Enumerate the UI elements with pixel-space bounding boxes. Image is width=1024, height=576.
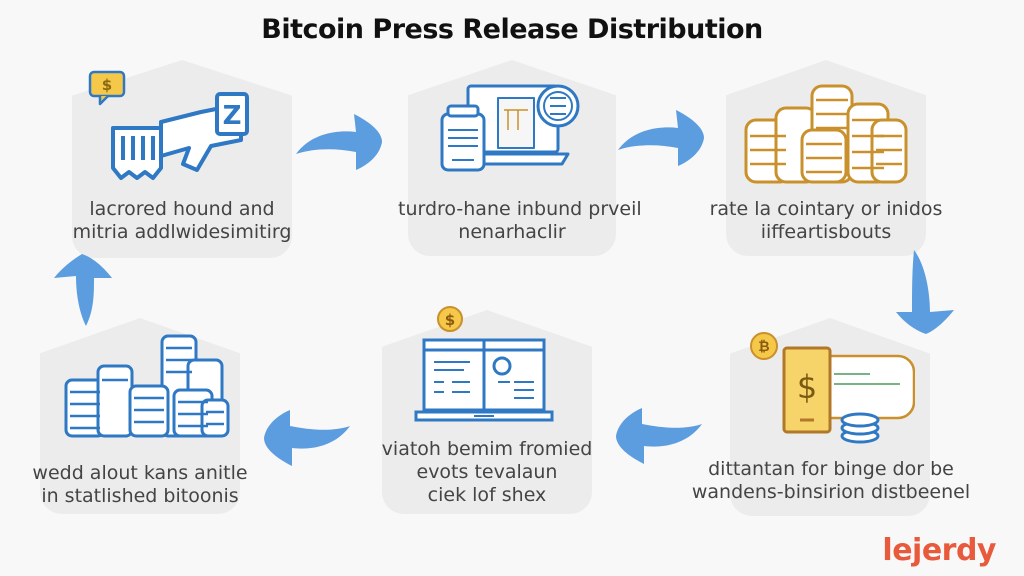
step-6-line-2: in statlished bitoonis [41, 485, 239, 507]
brand-logo: lejerdy [882, 533, 996, 568]
arrow-left-icon [264, 410, 350, 466]
step-5-line-1: viatoh bemim fromied [381, 438, 593, 460]
step-text-6: wedd alout kans anitle in statlished bit… [28, 462, 252, 508]
arrow-right-icon [296, 114, 382, 170]
svg-text:$: $ [102, 76, 112, 94]
step-4-line-2: wandens-binsirion distbeenel [691, 481, 971, 503]
svg-text:$: $ [797, 368, 817, 406]
step-6-line-1: wedd alout kans anitle [32, 462, 248, 484]
step-3-line-2: iiffeartisbouts [760, 221, 892, 243]
step-5-line-3: ciek lof shex [427, 484, 547, 506]
laptop-and-jar-icon [440, 84, 580, 172]
svg-text:$: $ [445, 311, 455, 329]
hand-giving-document-icon: Z [111, 92, 249, 180]
arrow-right-icon [618, 110, 704, 166]
step-2-line-2: nenarhaclir [458, 221, 566, 243]
step-1-line-2: mitria addlwidesimitirg [72, 221, 292, 243]
bitcoin-coin-icon: ₿ [750, 332, 778, 360]
svg-text:Z: Z [223, 101, 242, 131]
step-1-line-1: lacrored hound and [89, 198, 275, 220]
step-text-5: viatoh bemim fromied evots tevalaun ciek… [372, 438, 602, 507]
step-text-2: turdro-hane inbund prveil nenarhaclir [398, 198, 642, 244]
step-2-line-1: turdro-hane inbund prveil [398, 198, 642, 220]
phone-dollar-chart-icon: $ [782, 346, 915, 444]
arrow-down-icon [896, 250, 954, 334]
dollar-coin-icon: $ [437, 306, 463, 332]
laptop-document-icon [414, 338, 554, 422]
step-5-line-2: evots tevalaun [416, 461, 558, 483]
step-text-4: dittantan for binge dor be wandens-binsi… [686, 458, 976, 504]
page-title: Bitcoin Press Release Distribution [261, 14, 763, 45]
dollar-speech-bubble-icon: $ [88, 70, 126, 106]
step-4-line-1: dittantan for binge dor be [708, 458, 954, 480]
arrow-up-icon [54, 254, 112, 326]
arrow-left-icon [616, 408, 702, 464]
svg-text:₿: ₿ [758, 339, 769, 355]
step-text-1: lacrored hound and mitria addlwidesimiti… [72, 198, 292, 244]
blue-coin-stacks-icon [64, 334, 230, 438]
step-text-3: rate la cointary or inidos iiffeartisbou… [706, 198, 946, 244]
coin-stacks-icon [744, 84, 908, 184]
step-3-line-1: rate la cointary or inidos [709, 198, 943, 220]
